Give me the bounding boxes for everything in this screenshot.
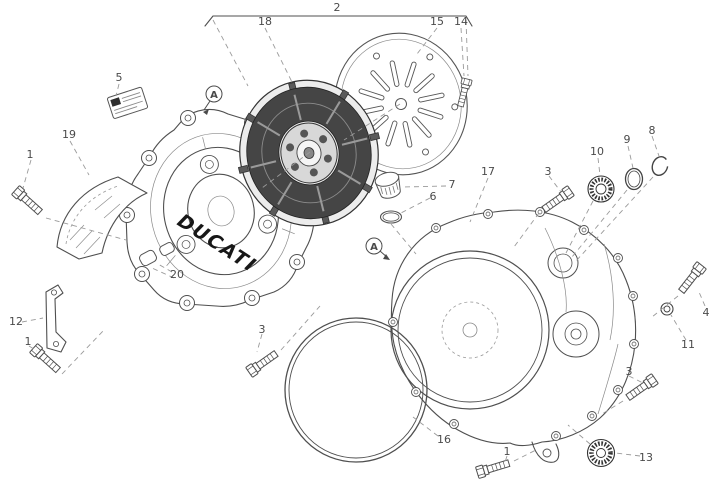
- cover-bottom-lug: [531, 441, 560, 463]
- callout-17: 17: [481, 165, 495, 178]
- marker-a2-label: A: [370, 242, 378, 253]
- gasket-oring: [284, 317, 428, 463]
- callout-19: 19: [62, 128, 76, 141]
- callout-1c: 1: [504, 445, 511, 458]
- callout-1b: 1: [25, 335, 32, 348]
- arrowhead-icon: [203, 109, 209, 115]
- bolt-4: [676, 261, 707, 296]
- callout-8: 8: [649, 124, 656, 137]
- snap-ring-8: [651, 156, 669, 176]
- callout-4: 4: [703, 306, 710, 319]
- arrowhead-icon: [383, 254, 390, 260]
- heat-guard: [56, 176, 148, 260]
- callout-2: 2: [334, 1, 341, 14]
- leader-lines-middle: [256, 103, 539, 463]
- cover-ribs: [544, 227, 619, 415]
- leader-lines-left: [21, 159, 175, 375]
- callout-6: 6: [430, 190, 437, 203]
- leader-lines-right: [513, 135, 706, 457]
- callout-10: 10: [590, 145, 604, 158]
- callout-9: 9: [624, 133, 631, 146]
- callout-3a: 3: [545, 165, 552, 178]
- sticker-label: [107, 86, 149, 119]
- bolt-1-left: [11, 185, 45, 218]
- bracket-12: [45, 284, 67, 353]
- leader-lines-top: [69, 19, 469, 176]
- seal-bearing-10: [587, 175, 615, 203]
- callout-20: 20: [170, 268, 184, 281]
- callout-2-bracket: [204, 15, 473, 27]
- crankcase-cover: [388, 207, 639, 463]
- callout-18: 18: [258, 15, 272, 28]
- callout-16: 16: [437, 433, 451, 446]
- bearing-boss: [547, 247, 579, 279]
- bolt-3-left: [245, 348, 281, 378]
- assembly-marker-a2: A: [365, 237, 390, 260]
- bolt-3-right-top: [539, 185, 575, 215]
- callout-13: 13: [639, 451, 653, 464]
- cover-face-rings: [150, 133, 295, 289]
- clutch-opening-outer: [390, 250, 550, 410]
- callout-5: 5: [116, 71, 123, 84]
- callout-11: 11: [681, 338, 695, 351]
- ring-9: [624, 167, 644, 191]
- washer-11: [660, 302, 674, 316]
- callout-3b: 3: [259, 323, 266, 336]
- shaft-boss: [552, 310, 600, 358]
- seal-ring-13: [586, 438, 616, 468]
- callout-7: 7: [449, 178, 456, 191]
- callout-1a: 1: [27, 148, 34, 161]
- marker-a1-label: A: [210, 90, 218, 101]
- clutch-cover: DUCATI: [119, 108, 317, 311]
- dowel-bushings: [139, 242, 175, 267]
- clutch-opening-inner: [397, 257, 543, 403]
- cap-o-ring: [379, 210, 403, 224]
- assembly-marker-a1: A: [203, 85, 223, 115]
- callout-12: 12: [9, 315, 23, 328]
- callout-15: 15: [430, 15, 444, 28]
- oil-filler-cap: [374, 171, 401, 199]
- callout-3c: 3: [626, 365, 633, 378]
- callout-14: 14: [454, 15, 468, 28]
- cover-bolt-holes: [388, 207, 639, 441]
